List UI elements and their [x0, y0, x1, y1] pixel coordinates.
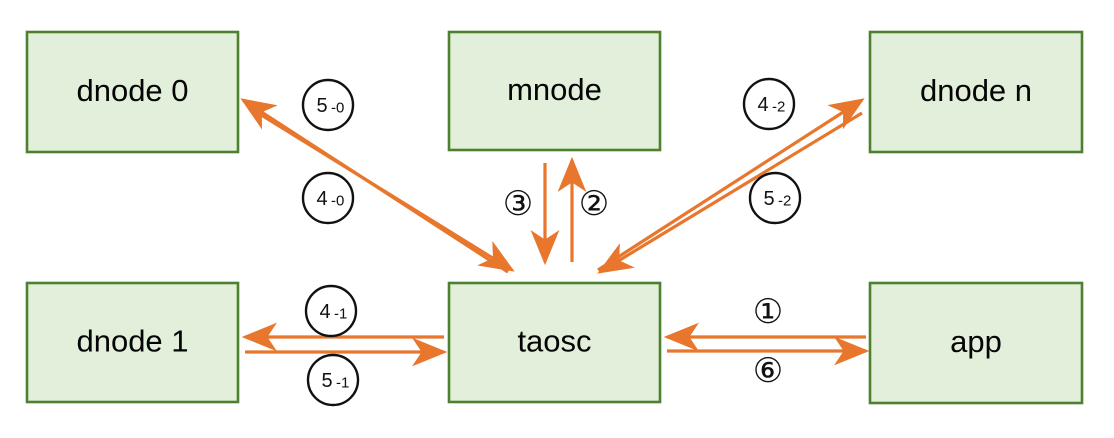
step-badge-b4-2: 4-2 — [742, 77, 796, 131]
step-badge-b1: ① — [753, 292, 783, 332]
arrow-line — [597, 98, 865, 272]
node-box — [868, 30, 1084, 154]
node-box — [25, 30, 240, 154]
node-label: dnode 1 — [76, 324, 188, 359]
step-badge-b5-1: 5-1 — [306, 353, 360, 407]
badge-circle — [301, 171, 355, 225]
badge-step-suffix: -1 — [336, 375, 349, 392]
arrow-line — [597, 111, 863, 274]
badge-circled-number-icon: ② — [579, 184, 609, 224]
step-badge-b4-1: 4-1 — [304, 284, 358, 338]
badge-circle — [304, 284, 358, 338]
node-label: mnode — [507, 72, 602, 107]
step-badge-b2: ② — [579, 184, 609, 224]
node-dnode0[interactable]: dnode 0 — [25, 30, 240, 154]
badge-circle — [742, 77, 796, 131]
badge-step-suffix: -2 — [772, 99, 785, 116]
flow-arrow-e4-2 — [597, 98, 865, 272]
badge-circled-number-icon: ① — [753, 292, 783, 332]
node-box — [447, 30, 662, 152]
node-box — [25, 281, 240, 404]
step-badge-b4-0: 4-0 — [301, 171, 355, 225]
badge-circle — [306, 353, 360, 407]
nodes-layer: dnode 0 mnode dnode n dnode 1 taosc app — [25, 30, 1084, 405]
step-badge-b5-2: 5-2 — [748, 171, 802, 225]
flow-arrow-e4-0 — [249, 106, 515, 272]
badge-step-suffix: -1 — [334, 306, 347, 323]
node-dnoden[interactable]: dnode n — [868, 30, 1084, 154]
badge-step-suffix: -2 — [778, 193, 791, 210]
step-badge-b6: ⑥ — [753, 351, 783, 391]
edges-layer — [240, 98, 870, 367]
node-box — [447, 281, 662, 404]
node-label: app — [950, 324, 1002, 359]
badge-step-number: 5 — [321, 370, 332, 392]
badge-circle — [301, 78, 355, 132]
badge-step-suffix: -0 — [331, 193, 344, 210]
node-label: taosc — [517, 324, 591, 359]
badge-circled-number-icon: ⑥ — [753, 351, 783, 391]
step-badge-b3: ③ — [503, 184, 533, 224]
badge-step-number: 4 — [757, 94, 768, 116]
badge-circle — [748, 171, 802, 225]
node-mnode[interactable]: mnode — [447, 30, 662, 152]
node-taosc[interactable]: taosc — [447, 281, 662, 404]
node-label: dnode n — [920, 73, 1032, 108]
arrow-line — [249, 106, 515, 272]
step-badge-b5-0: 5-0 — [301, 78, 355, 132]
badge-step-suffix: -0 — [331, 100, 344, 117]
badge-circled-number-icon: ③ — [503, 184, 533, 224]
badge-step-number: 4 — [316, 188, 327, 210]
node-box — [868, 281, 1084, 405]
node-label: dnode 0 — [76, 73, 188, 108]
flow-arrow-e5-2 — [597, 111, 863, 274]
badge-step-number: 4 — [319, 301, 330, 323]
node-app[interactable]: app — [868, 281, 1084, 405]
badge-step-number: 5 — [763, 188, 774, 210]
node-dnode1[interactable]: dnode 1 — [25, 281, 240, 404]
badge-step-number: 5 — [316, 95, 327, 117]
